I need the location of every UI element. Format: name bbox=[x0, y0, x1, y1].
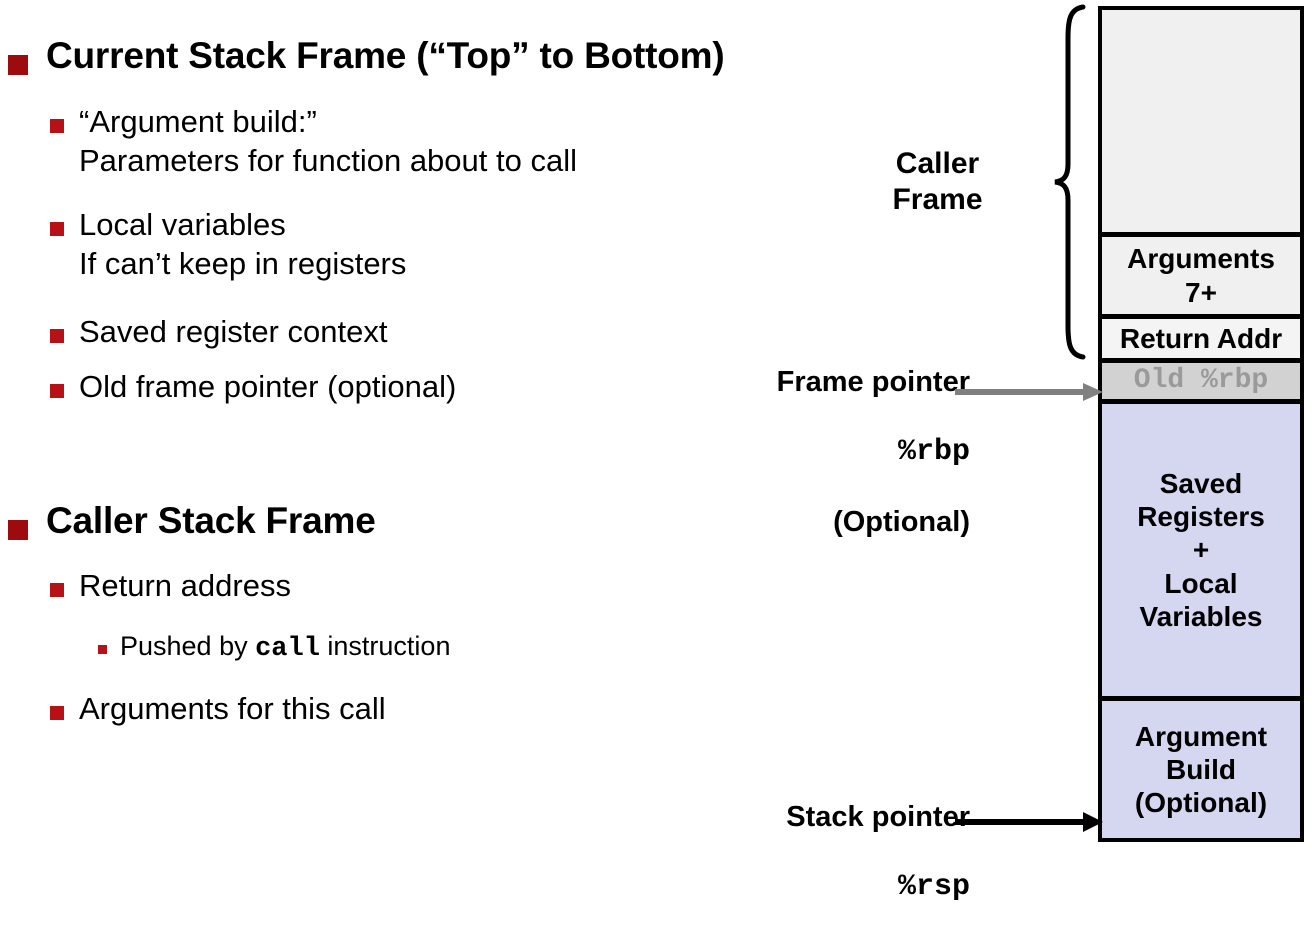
call-instruction-keyword: call bbox=[255, 634, 320, 664]
stack-cell-label: Old %rbp bbox=[1133, 365, 1269, 397]
stack-pointer-label-group: Stack pointer %rsp bbox=[700, 765, 970, 940]
stack-pointer-label: Stack pointer bbox=[786, 800, 970, 833]
frame-pointer-note: (Optional) bbox=[833, 506, 970, 539]
stack-cell-saved-registers-local-variables: Saved Registers + Local Variables bbox=[1098, 400, 1304, 700]
bullet-item-current-stack-frame: Current Stack Frame (“Top” to Bottom) bbox=[8, 35, 725, 76]
stack-frame-diagram: Arguments 7+ Return Addr Old %rbp Saved … bbox=[700, 4, 1304, 904]
stack-cell-label: Argument Build (Optional) bbox=[1134, 720, 1268, 819]
bullet-text: Current Stack Frame (“Top” to Bottom) bbox=[46, 35, 725, 76]
bullet-item-argument-build: “Argument build:” Parameters for functio… bbox=[50, 103, 577, 181]
frame-pointer-arrow-icon bbox=[955, 383, 1103, 401]
stack-cell-label: Saved Registers + Local Variables bbox=[1137, 468, 1265, 632]
bullet-text: Old frame pointer (optional) bbox=[79, 369, 457, 404]
stack-cell-label: Arguments 7+ bbox=[1127, 243, 1275, 308]
stack-cell-empty bbox=[1098, 6, 1304, 236]
stack-pointer-arrow-icon bbox=[955, 812, 1103, 832]
bullet-item-saved-register-context: Saved register context bbox=[50, 313, 387, 352]
bullet-square-icon bbox=[98, 645, 107, 654]
bullet-square-icon bbox=[50, 706, 64, 720]
stack-pointer-register: %rsp bbox=[897, 870, 970, 905]
bullet-item-arguments-for-this-call: Arguments for this call bbox=[50, 690, 386, 729]
bullet-square-icon bbox=[50, 329, 64, 343]
bullet-text: “Argument build:” Parameters for functio… bbox=[79, 104, 577, 178]
bullet-text: Caller Stack Frame bbox=[46, 500, 376, 541]
caller-frame-label: Caller Frame bbox=[892, 147, 983, 216]
bullet-text: Return address bbox=[79, 568, 291, 603]
bullet-item-return-address: Return address bbox=[50, 567, 291, 606]
bullet-text-prefix: Pushed by bbox=[120, 631, 256, 661]
bullet-text: Arguments for this call bbox=[79, 691, 386, 726]
bullet-text-suffix: instruction bbox=[319, 631, 451, 661]
bullet-text-group: Pushed by call instruction bbox=[120, 630, 450, 665]
caller-frame-brace-icon bbox=[1054, 4, 1086, 360]
bullet-item-local-variables: Local variables If can’t keep in registe… bbox=[50, 206, 406, 284]
frame-pointer-register: %rbp bbox=[897, 435, 970, 470]
bullet-square-icon bbox=[8, 520, 28, 540]
stack-cell-arguments-7-plus: Arguments 7+ bbox=[1098, 233, 1304, 318]
stack-cell-old-rbp: Old %rbp bbox=[1098, 359, 1304, 403]
bullet-square-icon bbox=[8, 55, 28, 75]
frame-pointer-label: Frame pointer bbox=[776, 365, 970, 398]
bullet-item-old-frame-pointer: Old frame pointer (optional) bbox=[50, 368, 456, 407]
slide-canvas: Current Stack Frame (“Top” to Bottom) “A… bbox=[8, 4, 1304, 904]
stack-cell-label: Return Addr bbox=[1119, 322, 1283, 354]
frame-pointer-label-group: Frame pointer %rbp (Optional) bbox=[700, 330, 970, 575]
bullet-item-pushed-by-call: Pushed by call instruction bbox=[98, 630, 450, 665]
bullet-text: Saved register context bbox=[79, 314, 388, 349]
bullet-square-icon bbox=[50, 384, 64, 398]
stack-cell-argument-build: Argument Build (Optional) bbox=[1098, 697, 1304, 842]
bullet-item-caller-stack-frame: Caller Stack Frame bbox=[8, 500, 376, 541]
bullet-square-icon bbox=[50, 222, 64, 236]
bullet-text: Local variables If can’t keep in registe… bbox=[79, 207, 407, 281]
stack-cell-return-addr: Return Addr bbox=[1098, 315, 1304, 362]
bullet-square-icon bbox=[50, 119, 64, 133]
bullet-square-icon bbox=[50, 583, 64, 597]
bullet-list: Current Stack Frame (“Top” to Bottom) “A… bbox=[8, 35, 725, 729]
